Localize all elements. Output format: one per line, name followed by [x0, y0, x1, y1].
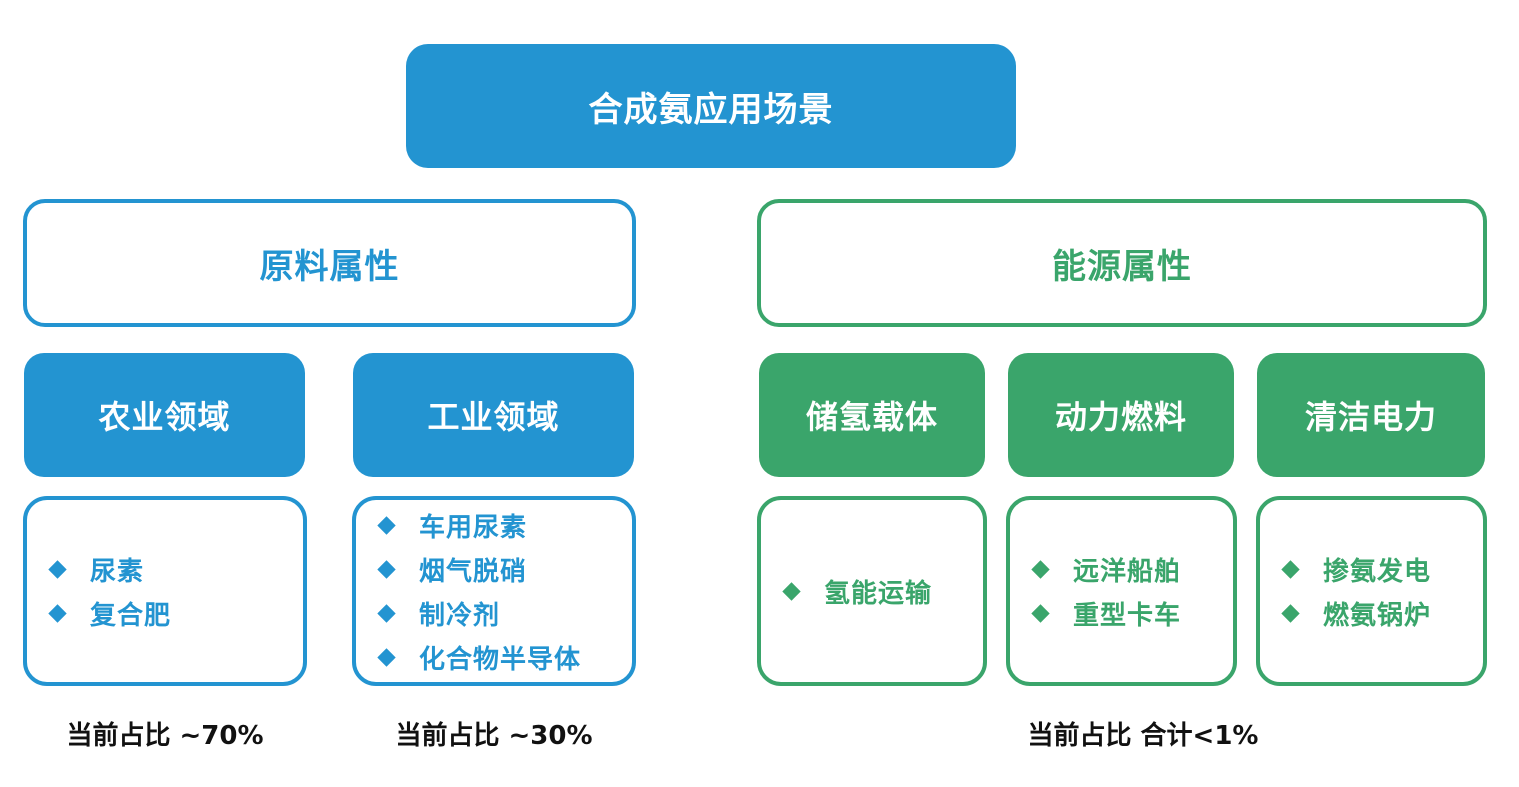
diamond-bullet-icon [1031, 559, 1050, 579]
field-agriculture: 农业领域 [24, 353, 305, 477]
field-clean-power: 清洁电力 [1257, 353, 1485, 477]
share-energy-total: 当前占比 合计<1% [1027, 721, 1259, 751]
share-industry: 当前占比 ~30% [395, 721, 593, 751]
list-item: 氢能运输 [782, 569, 983, 613]
list-item: 复合肥 [48, 591, 303, 635]
diamond-bullet-icon [1031, 603, 1050, 623]
item-label: 远洋船舶 [1073, 556, 1182, 587]
item-label: 化合物半导体 [419, 644, 582, 675]
item-label: 燃氨锅炉 [1323, 600, 1432, 631]
list-item: 车用尿素 [377, 503, 632, 547]
diamond-bullet-icon [1281, 603, 1300, 623]
diamond-bullet-icon [1281, 559, 1300, 579]
list-industry: 车用尿素 烟气脱硝 制冷剂 化合物半导体 [352, 496, 636, 686]
list-item: 烟气脱硝 [377, 547, 632, 591]
list-item: 制冷剂 [377, 591, 632, 635]
diamond-bullet-icon [48, 559, 67, 579]
list-item: 重型卡车 [1031, 591, 1233, 635]
share-agriculture: 当前占比 ~70% [66, 721, 264, 751]
list-power-fuel: 远洋船舶 重型卡车 [1006, 496, 1237, 686]
list-hydrogen-carrier: 氢能运输 [757, 496, 987, 686]
list-item: 掺氨发电 [1281, 547, 1483, 591]
list-agriculture: 尿素 复合肥 [23, 496, 307, 686]
item-label: 重型卡车 [1073, 600, 1182, 631]
list-item: 尿素 [48, 547, 303, 591]
root-node: 合成氨应用场景 [406, 44, 1016, 168]
item-label: 车用尿素 [419, 512, 528, 543]
list-clean-power: 掺氨发电 燃氨锅炉 [1256, 496, 1487, 686]
field-power-fuel: 动力燃料 [1008, 353, 1234, 477]
field-industry: 工业领域 [353, 353, 634, 477]
item-label: 掺氨发电 [1323, 556, 1432, 587]
field-hydrogen-carrier: 储氢载体 [759, 353, 985, 477]
item-label: 氢能运输 [824, 578, 933, 609]
diamond-bullet-icon [377, 647, 396, 667]
diamond-bullet-icon [48, 603, 67, 623]
item-label: 尿素 [90, 556, 145, 587]
diamond-bullet-icon [782, 581, 801, 601]
list-item: 远洋船舶 [1031, 547, 1233, 591]
item-label: 复合肥 [90, 600, 172, 631]
diamond-bullet-icon [377, 515, 396, 535]
item-label: 制冷剂 [419, 600, 501, 631]
list-item: 燃氨锅炉 [1281, 591, 1483, 635]
list-item: 化合物半导体 [377, 635, 632, 679]
item-label: 烟气脱硝 [419, 556, 528, 587]
category-energy: 能源属性 [757, 199, 1487, 327]
diamond-bullet-icon [377, 559, 396, 579]
diamond-bullet-icon [377, 603, 396, 623]
category-raw-material: 原料属性 [23, 199, 636, 327]
